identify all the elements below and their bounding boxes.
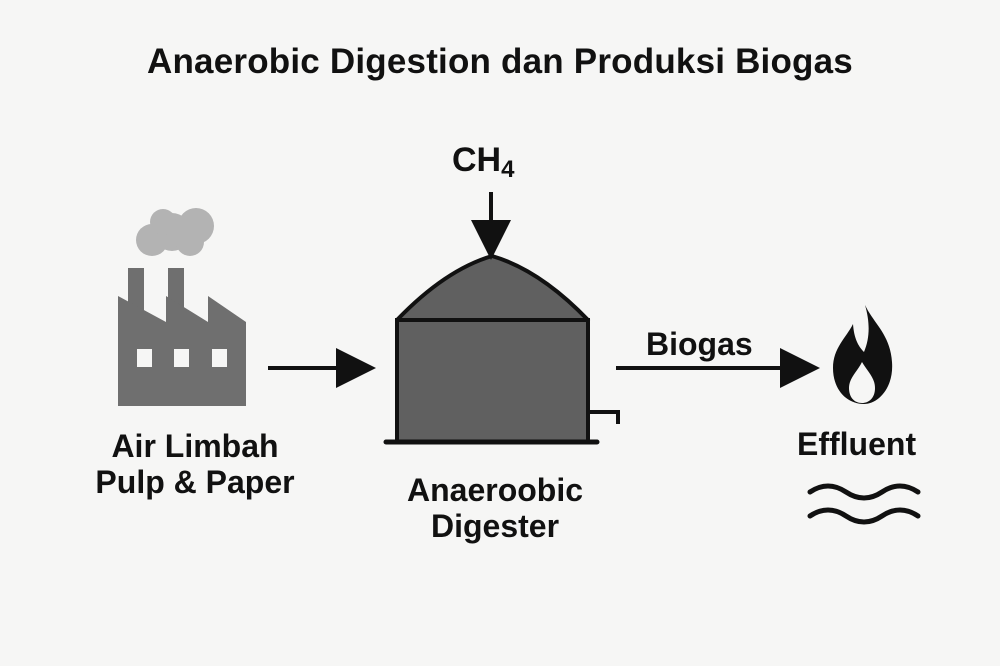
- biogas-label: Biogas: [646, 326, 753, 362]
- ch4-label-main: CH: [452, 141, 502, 179]
- digester-tank-icon: [383, 254, 620, 445]
- diagram-title: Anaerobic Digestion dan Produksi Biogas: [147, 42, 853, 81]
- flame-icon: [833, 305, 893, 404]
- smoke-cloud-icon: [136, 208, 214, 256]
- digester-label-line1: Anaeroobic: [406, 472, 584, 508]
- factory-label: Air Limbah Pulp & Paper: [60, 428, 330, 500]
- factory-label-line1: Air Limbah: [111, 428, 279, 464]
- digester-label: Anaeroobic Digester: [360, 472, 630, 544]
- factory-icon: [118, 208, 246, 406]
- water-waves-icon: [807, 483, 921, 525]
- effluent-label: Effluent: [797, 426, 917, 462]
- ch4-label: CH4: [452, 142, 514, 188]
- digester-label-line2: Digester: [430, 508, 560, 544]
- ch4-label-subscript: 4: [501, 156, 515, 183]
- factory-label-line2: Pulp & Paper: [95, 464, 295, 500]
